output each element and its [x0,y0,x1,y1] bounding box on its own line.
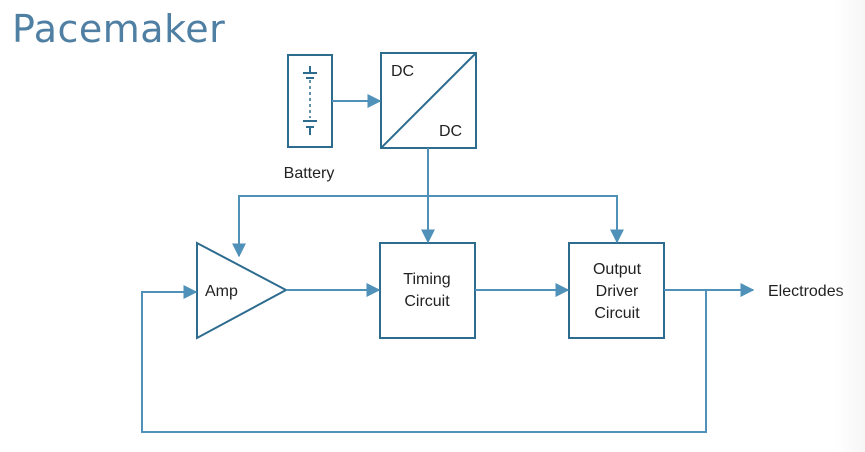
right-edge-shade [835,0,865,452]
battery-block: Battery [284,54,335,182]
output-label-line3: Circuit [594,305,640,322]
page-title: Pacemaker [12,7,226,51]
wire-power-to-output [428,195,624,244]
amp-label: Amp [205,283,238,300]
timing-circuit-block: Timing Circuit [379,242,476,339]
wire-power-to-amp [232,195,428,258]
output-label-line2: Driver [596,283,639,300]
connections [141,94,755,433]
timing-box [379,242,476,339]
wire-feedback-loop [141,285,707,433]
amp-block: Amp [196,241,289,340]
timing-label-line1: Timing [403,271,450,288]
dcdc-converter-block: DC DC [380,52,477,149]
dcdc-input-label: DC [391,63,414,80]
dcdc-output-label: DC [439,123,462,140]
battery-label: Battery [284,165,335,182]
electrodes-label: Electrodes [768,283,844,300]
dcdc-diagonal [380,52,477,149]
output-driver-block: Output Driver Circuit [568,242,665,339]
output-label-line1: Output [593,261,642,278]
timing-label-line2: Circuit [404,293,450,310]
battery-icon [303,66,317,135]
